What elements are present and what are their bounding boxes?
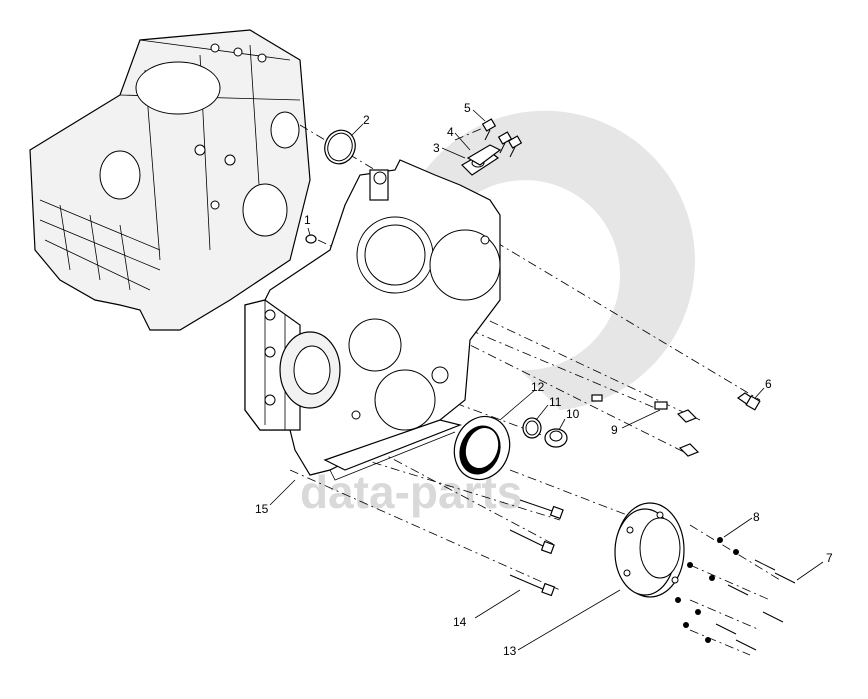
bolts-5 (481, 118, 523, 158)
callout-2: 2 (363, 113, 370, 127)
seal-carrier (614, 502, 685, 598)
gasket-plate (461, 144, 502, 176)
callout-1: 1 (304, 213, 311, 227)
bolt-6 (736, 392, 761, 411)
callout-8: 8 (753, 510, 760, 524)
callout-14: 14 (453, 615, 467, 629)
small-bolts-7-8 (675, 537, 796, 651)
callout-10: 10 (566, 407, 580, 421)
callout-11: 11 (549, 395, 562, 409)
callout-3: 3 (433, 141, 440, 155)
callout-labels: 1 2 3 4 5 6 7 8 9 10 11 12 13 14 15 (255, 101, 833, 658)
callout-9: 9 (611, 423, 618, 437)
leader-lines (269, 109, 824, 651)
callout-5: 5 (464, 101, 471, 115)
large-o-ring (324, 129, 356, 165)
crankshaft-seal (453, 415, 511, 481)
dowel-pins (591, 394, 668, 410)
callout-6: 6 (765, 377, 772, 391)
o-ring-11 (522, 417, 542, 439)
callout-7: 7 (826, 551, 833, 565)
short-bolts (676, 409, 700, 457)
engine-block (29, 29, 311, 331)
callout-4: 4 (447, 125, 454, 139)
gear-housing (244, 159, 501, 481)
callout-13: 13 (503, 644, 517, 658)
callout-12: 12 (531, 380, 545, 394)
plug-10 (544, 428, 568, 448)
small-o-ring (305, 234, 317, 244)
long-bolts (509, 499, 564, 597)
callout-15: 15 (255, 502, 269, 516)
